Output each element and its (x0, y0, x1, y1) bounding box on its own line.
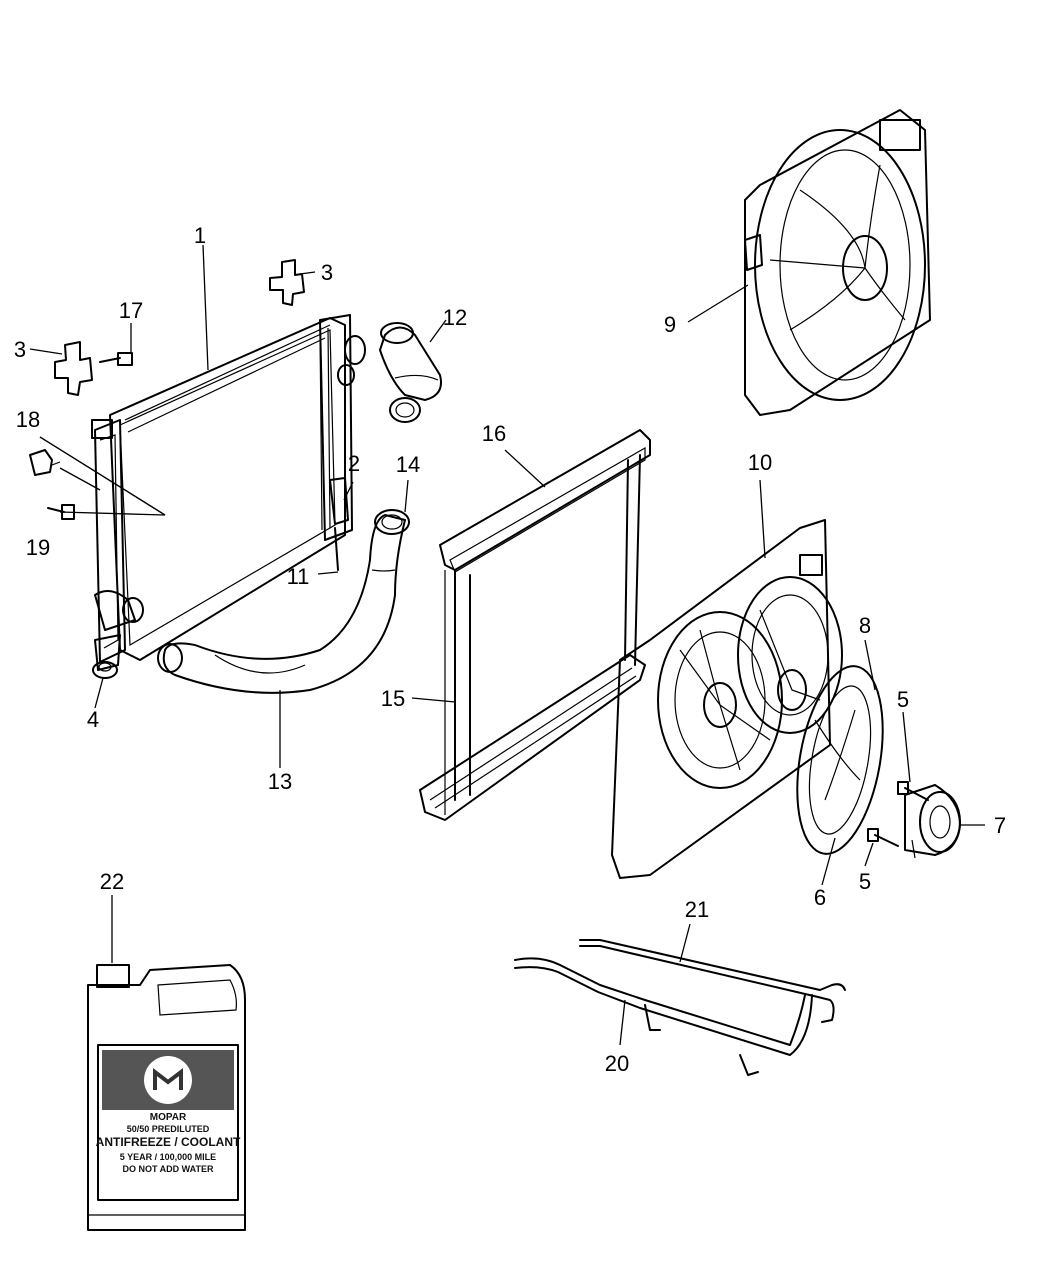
jug-label-line4: DO NOT ADD WATER (123, 1164, 214, 1174)
transmission-cooler-line-lower (514, 957, 813, 1076)
callout-22: 22 (100, 869, 124, 894)
callout-15: 15 (381, 686, 405, 711)
retaining-clip (29, 449, 61, 476)
callout-21: 21 (685, 897, 709, 922)
callout-5-upper: 5 (897, 687, 909, 712)
callout-17: 17 (119, 298, 143, 323)
upper-radiator-hose (379, 322, 442, 423)
drain-tube (334, 527, 339, 571)
callout-13: 13 (268, 769, 292, 794)
bracket-pin (329, 477, 349, 525)
callout-7: 7 (994, 813, 1006, 838)
upper-isolator-bracket-left (54, 341, 93, 396)
jug-label-line1: 50/50 PREDILUTED (127, 1124, 210, 1134)
callout-6: 6 (814, 885, 826, 910)
callout-18: 18 (16, 407, 40, 432)
callout-3-left: 3 (14, 337, 26, 362)
callout-8: 8 (859, 613, 871, 638)
radiator (91, 314, 366, 671)
callout-2: 2 (348, 451, 360, 476)
lower-radiator-hose (157, 509, 410, 694)
jug-label-line3: 5 YEAR / 100,000 MILE (120, 1152, 216, 1162)
fan-motor-screw-lower (867, 828, 899, 847)
upper-fan-shroud (744, 109, 931, 416)
jug-brand-label: MOPAR (150, 1112, 187, 1123)
fan-blade (796, 665, 884, 855)
transmission-cooler-line-upper (579, 939, 846, 1023)
callout-19: 19 (26, 535, 50, 560)
callout-16: 16 (482, 421, 506, 446)
dual-fan-module (611, 519, 843, 879)
callout-12: 12 (443, 305, 467, 330)
callout-14: 14 (396, 452, 420, 477)
leader-lines (29, 244, 985, 1046)
fan-motor-screw-upper (897, 781, 929, 801)
callout-3-right: 3 (321, 260, 333, 285)
callout-5-lower: 5 (859, 869, 871, 894)
callout-4: 4 (87, 707, 99, 732)
coolant-jug (87, 964, 246, 1231)
bolt (99, 352, 133, 366)
callout-1: 1 (194, 223, 206, 248)
callout-10: 10 (748, 450, 772, 475)
callout-11: 11 (287, 564, 310, 589)
jug-label-line2: ANTIFREEZE / COOLANT (96, 1135, 241, 1149)
callout-9: 9 (664, 312, 676, 337)
radiator-seal-frame (419, 429, 651, 821)
callout-20: 20 (605, 1051, 629, 1076)
fan-motor (904, 784, 961, 859)
upper-isolator-bracket-right (269, 259, 305, 306)
drain-plug (92, 661, 118, 679)
